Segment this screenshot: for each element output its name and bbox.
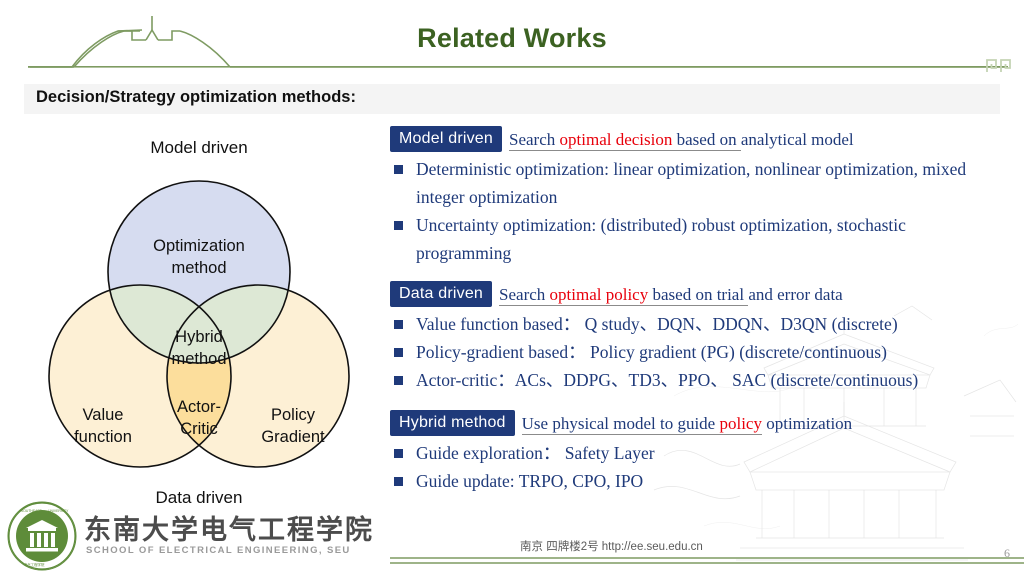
bullet-square-icon xyxy=(394,376,403,385)
page-number: 6 xyxy=(1004,546,1010,560)
list-item-text: Uncertainty optimization: (distributed) … xyxy=(416,215,906,263)
head-part-2: based on xyxy=(672,129,741,149)
bullet-list-hybrid-method: Guide exploration： Safety Layer Guide up… xyxy=(390,439,1002,495)
badge-hybrid-method: Hybrid method xyxy=(390,410,515,436)
block-header-hybrid-method: Hybrid method Use physical model to guide… xyxy=(390,410,1002,436)
head-part-3: optimization xyxy=(761,413,853,433)
page-title: Related Works xyxy=(417,23,607,53)
badge-data-driven: Data driven xyxy=(390,281,493,307)
badge-model-driven: Model driven xyxy=(390,126,503,152)
logo-english-name: SCHOOL OF ELECTRICAL ENGINEERING, SEU xyxy=(86,545,351,556)
venn-label-actor-critic-1: Actor- xyxy=(177,398,221,416)
venn-label-value-2: function xyxy=(74,428,132,446)
bullet-square-icon xyxy=(394,320,403,329)
venn-caption-bottom: Data driven xyxy=(155,488,243,507)
head-text-model-driven: Search optimal decision based on analyti… xyxy=(509,129,854,151)
venn-label-value-1: Value xyxy=(83,406,124,424)
block-header-data-driven: Data driven Search optimal policy based o… xyxy=(390,281,1002,307)
block-data-driven: Data driven Search optimal policy based o… xyxy=(390,281,1002,394)
block-header-model-driven: Model driven Search optimal decision base… xyxy=(390,126,1002,152)
list-item: Guide exploration： Safety Layer xyxy=(390,439,1002,467)
list-item-text: Deterministic optimization: linear optim… xyxy=(416,159,967,207)
head-part-3: and error data xyxy=(748,284,843,304)
head-text-hybrid-method: Use physical model to guide policy optim… xyxy=(521,413,853,435)
bullet-square-icon xyxy=(394,449,403,458)
head-part-1: Search xyxy=(499,284,550,304)
block-model-driven: Model driven Search optimal decision base… xyxy=(390,126,1002,267)
head-highlight: optimal policy xyxy=(549,284,649,304)
svg-text:SOUTHEAST: SOUTHEAST xyxy=(21,509,42,513)
list-item-text: Guide exploration： Safety Layer xyxy=(416,443,655,463)
greek-key-ornament-icon xyxy=(986,59,1011,72)
venn-label-policy-2: Gradient xyxy=(261,428,325,446)
head-highlight: optimal decision xyxy=(559,129,673,149)
footer-rule xyxy=(390,557,1024,564)
venn-svg: Optimization method Hybrid method Actor-… xyxy=(48,180,350,468)
list-item: Value function based： Q study、DQN、DDQN、D… xyxy=(390,310,1002,338)
footer-address: 南京 四牌楼2号 http://ee.seu.edu.cn xyxy=(520,541,703,553)
section-band xyxy=(24,84,1000,114)
list-item-text: Value function based： Q study、DQN、DDQN、D… xyxy=(416,314,898,334)
venn-label-optimization-1: Optimization xyxy=(153,237,245,255)
bullet-square-icon xyxy=(394,348,403,357)
venn-label-policy-1: Policy xyxy=(271,406,316,424)
list-item: Guide update: TRPO, CPO, IPO xyxy=(390,467,1002,495)
block-hybrid-method: Hybrid method Use physical model to guide… xyxy=(390,410,1002,495)
svg-text:UNIVERSITY: UNIVERSITY xyxy=(48,509,69,513)
list-item: Policy-gradient based： Policy gradient (… xyxy=(390,338,1002,366)
bullet-square-icon xyxy=(394,165,403,174)
head-part-1: Use physical model to guide xyxy=(521,413,720,433)
head-text-data-driven: Search optimal policy based on trial and… xyxy=(499,284,843,306)
head-highlight: policy xyxy=(719,413,762,433)
venn-label-hybrid-2: method xyxy=(171,350,226,368)
list-item-text: Policy-gradient based： Policy gradient (… xyxy=(416,342,887,362)
venn-caption-top: Model driven xyxy=(150,138,248,157)
venn-label-optimization-2: method xyxy=(171,259,226,277)
head-part-3: analytical model xyxy=(740,129,854,149)
venn-label-hybrid-1: Hybrid xyxy=(175,328,223,346)
bullet-list-data-driven: Value function based： Q study、DQN、DDQN、D… xyxy=(390,310,1002,394)
list-item: Actor-critic：ACs、DDPG、TD3、PPO、 SAC (disc… xyxy=(390,366,1002,394)
head-part-2: based on trial xyxy=(648,284,749,304)
seu-school-logo-icon: SOUTHEAST UNIVERSITY 电气工程学院 xyxy=(7,501,77,571)
venn-diagram: Model driven Data driven xyxy=(18,138,380,518)
header-decoration xyxy=(28,16,1008,68)
bullet-list-model-driven: Deterministic optimization: linear optim… xyxy=(390,155,1002,267)
head-part-1: Search xyxy=(509,129,560,149)
bullet-square-icon xyxy=(394,221,403,230)
bullet-square-icon xyxy=(394,477,403,486)
list-item: Deterministic optimization: linear optim… xyxy=(390,155,1002,211)
venn-label-actor-critic-2: Critic xyxy=(180,420,218,438)
list-item: Uncertainty optimization: (distributed) … xyxy=(390,211,1002,267)
list-item-text: Guide update: TRPO, CPO, IPO xyxy=(416,471,644,491)
svg-text:电气工程学院: 电气工程学院 xyxy=(24,562,45,567)
logo-chinese-name: 东南大学电气工程学院 xyxy=(84,515,374,545)
list-item-text: Actor-critic：ACs、DDPG、TD3、PPO、 SAC (disc… xyxy=(416,370,919,390)
section-title: Decision/Strategy optimization methods: xyxy=(36,88,356,106)
